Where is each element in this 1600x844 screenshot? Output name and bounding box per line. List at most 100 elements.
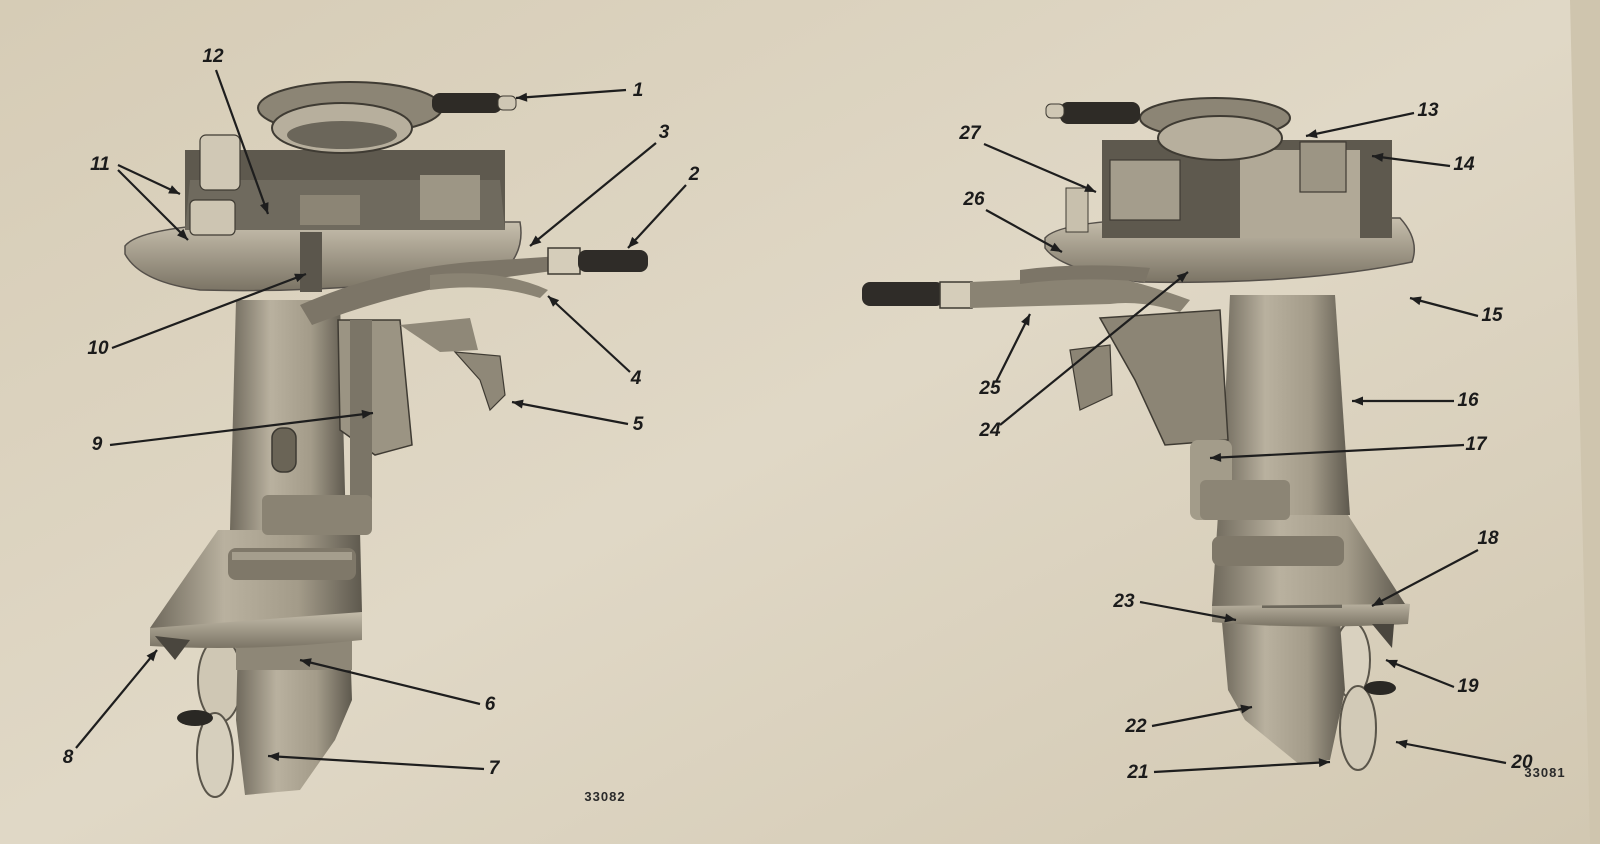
- callout-leader-line: [515, 88, 627, 100]
- callout-arrowhead: [1224, 613, 1236, 623]
- callout-arrowhead: [294, 273, 306, 283]
- callout-label: 25: [978, 378, 1001, 399]
- callout-leader-line: [1209, 443, 1465, 460]
- callout-arrowhead: [1084, 183, 1096, 192]
- callout-7: 7: [267, 752, 501, 779]
- callout-arrowhead: [1372, 596, 1384, 606]
- callout-5: 5: [511, 399, 644, 435]
- callout-label: 6: [485, 694, 496, 715]
- callout-11: 11: [90, 154, 189, 241]
- callout-arrowhead: [1050, 242, 1062, 252]
- callout-9: 9: [92, 409, 374, 455]
- callout-3: 3: [529, 122, 670, 247]
- callout-arrowhead: [1210, 452, 1222, 462]
- callout-arrowhead: [1318, 758, 1330, 768]
- callout-arrowhead: [1396, 739, 1408, 749]
- callout-label: 24: [978, 420, 1001, 441]
- callout-arrowhead: [516, 92, 528, 102]
- callout-label: 26: [962, 189, 985, 210]
- outboard-motor-left-view: [124, 81, 648, 798]
- callout-16: 16: [1352, 390, 1479, 411]
- callout-arrowhead: [628, 236, 639, 248]
- callout-label: 16: [1457, 390, 1479, 411]
- callout-14: 14: [1371, 152, 1475, 175]
- callout-arrowhead: [168, 185, 180, 194]
- callout-leader-line: [1385, 658, 1455, 689]
- callout-label: 11: [90, 154, 110, 175]
- callout-leader-line: [1305, 111, 1415, 138]
- callout-leader-line: [1409, 296, 1479, 318]
- callout-1: 1: [515, 80, 644, 102]
- callout-leader-line: [117, 164, 181, 195]
- callout-label: 19: [1457, 676, 1479, 697]
- callout-arrowhead: [1176, 272, 1188, 283]
- page-edge: [1570, 0, 1600, 844]
- callout-arrowhead: [1021, 314, 1030, 326]
- callout-label: 12: [202, 46, 224, 67]
- callout-21: 21: [1126, 758, 1331, 783]
- callout-label: 13: [1417, 100, 1439, 121]
- callout-leader-line: [529, 142, 657, 247]
- callout-leader-line: [983, 142, 1097, 194]
- callout-20: 20: [1395, 739, 1533, 773]
- callout-label: 3: [659, 122, 670, 143]
- callout-arrowhead: [300, 658, 312, 667]
- callout-label: 18: [1477, 528, 1499, 549]
- callout-label: 15: [1481, 305, 1503, 326]
- callout-leader-line: [75, 649, 158, 749]
- callout-label: 1: [633, 80, 644, 101]
- callout-8: 8: [63, 649, 158, 768]
- figure-number-left: 33082: [584, 789, 625, 804]
- callout-arrowhead: [1352, 396, 1363, 406]
- callout-label: 14: [1453, 154, 1475, 175]
- callout-leader-line: [214, 69, 270, 215]
- callout-label: 23: [1112, 591, 1135, 612]
- callout-label: 7: [489, 758, 501, 779]
- callout-leader-line: [1151, 705, 1253, 728]
- callout-arrowhead: [361, 409, 373, 419]
- callout-10: 10: [87, 272, 307, 359]
- callout-label: 4: [630, 368, 642, 389]
- figure-number-right: 33081: [1524, 765, 1565, 780]
- callout-leader-line: [1395, 740, 1507, 765]
- callout-18: 18: [1371, 528, 1499, 607]
- callout-label: 21: [1126, 762, 1148, 783]
- callout-2: 2: [627, 164, 700, 249]
- callout-arrowhead: [260, 202, 269, 214]
- callout-arrowhead: [1410, 296, 1422, 306]
- callout-24: 24: [978, 271, 1189, 441]
- callout-label: 22: [1124, 716, 1147, 737]
- callout-19: 19: [1385, 658, 1479, 697]
- callout-leader-line: [299, 658, 481, 706]
- callout-leader-line: [117, 169, 189, 241]
- callout-arrowhead: [1240, 704, 1252, 714]
- callout-arrowhead: [268, 752, 280, 762]
- callout-leader-line: [111, 272, 307, 350]
- callout-27: 27: [958, 123, 1097, 194]
- callout-22: 22: [1124, 704, 1253, 737]
- callout-leader-line: [1371, 154, 1451, 168]
- callout-arrowhead: [530, 235, 542, 246]
- callout-arrowhead: [1386, 659, 1398, 669]
- callout-17: 17: [1209, 434, 1488, 462]
- callout-label: 17: [1465, 434, 1488, 455]
- callout-arrowhead: [146, 650, 157, 662]
- outboard-motor-right-view: [862, 97, 1415, 771]
- callout-arrowhead: [1306, 129, 1318, 139]
- callout-leader-line: [985, 209, 1063, 253]
- callout-25: 25: [978, 313, 1031, 399]
- callout-arrowhead: [548, 296, 560, 307]
- callout-arrowhead: [1372, 152, 1384, 162]
- callout-label: 10: [87, 338, 109, 359]
- callout-label: 5: [633, 414, 644, 435]
- callout-6: 6: [299, 658, 496, 715]
- callout-23: 23: [1112, 591, 1237, 623]
- callout-leader-line: [267, 754, 485, 771]
- callout-arrowhead: [177, 229, 188, 240]
- callout-leader-line: [1139, 600, 1237, 622]
- callout-leader-line: [511, 400, 629, 426]
- callout-12: 12: [202, 46, 270, 215]
- callout-leader-line: [995, 313, 1031, 383]
- callout-26: 26: [962, 189, 1063, 253]
